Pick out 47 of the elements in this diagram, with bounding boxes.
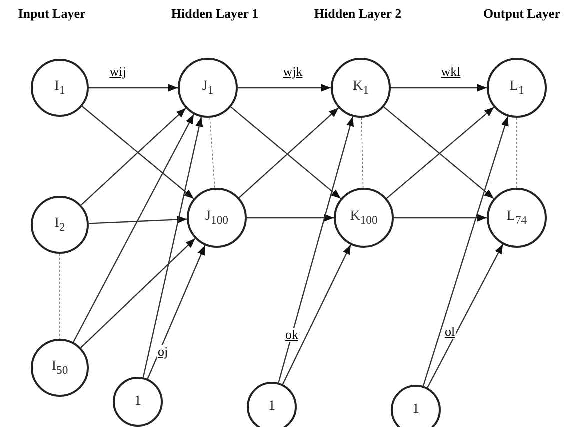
connector-line <box>210 118 216 188</box>
neuron-label: J$_{1}$ <box>202 79 214 97</box>
neuron-label: J$_{100}$ <box>206 209 228 227</box>
edge-label: wjk <box>282 65 304 79</box>
neuron-circle <box>113 377 163 427</box>
arrow <box>394 214 487 222</box>
edge-label: ol <box>444 325 456 339</box>
arrow <box>391 84 487 92</box>
edge-label: wkl <box>440 65 462 79</box>
arrow <box>422 116 509 386</box>
neuron-label: 1 <box>134 394 142 410</box>
arrow <box>88 216 188 224</box>
arrow <box>89 84 178 92</box>
edge-label: oj <box>156 345 170 359</box>
arrow <box>282 244 352 385</box>
neuron-label: L$_{1}$ <box>510 79 524 97</box>
arrow <box>238 84 331 92</box>
neuron-circle <box>331 58 391 118</box>
neuron-circle <box>391 385 441 427</box>
edge-label: ok <box>284 328 300 342</box>
neuron-label: I$_{2}$ <box>54 216 66 234</box>
neuron-label: K$_{100}$ <box>350 209 378 227</box>
neuron-circle <box>178 58 238 118</box>
layer-heading: Hidden Layer 2 <box>314 6 402 22</box>
arrow <box>278 116 354 384</box>
neuron-label: 1 <box>268 399 276 415</box>
neuron-circle <box>247 382 297 427</box>
neuron-label: I$_{50}$ <box>52 359 68 377</box>
arrow <box>427 244 504 388</box>
neuron-circle <box>187 188 247 248</box>
layer-heading: Output Layer <box>484 6 560 22</box>
arrow <box>142 117 204 378</box>
arrow <box>80 238 196 348</box>
layer-heading: Hidden Layer 1 <box>171 6 259 22</box>
arrow <box>247 214 334 222</box>
arrow <box>73 114 195 343</box>
layer-heading: Input Layer <box>18 6 86 22</box>
neuron-label: L$_{74}$ <box>506 209 528 227</box>
neuron-circle <box>334 188 394 248</box>
edge-label: wij <box>108 65 128 79</box>
neuron-label: 1 <box>412 402 420 418</box>
arrow <box>147 245 206 380</box>
connector-line <box>516 118 518 188</box>
neuron-circle <box>487 188 547 248</box>
neuron-label: K$_{1}$ <box>353 79 369 97</box>
connector-line <box>361 118 364 188</box>
neuron-label: I$_{1}$ <box>54 79 66 97</box>
